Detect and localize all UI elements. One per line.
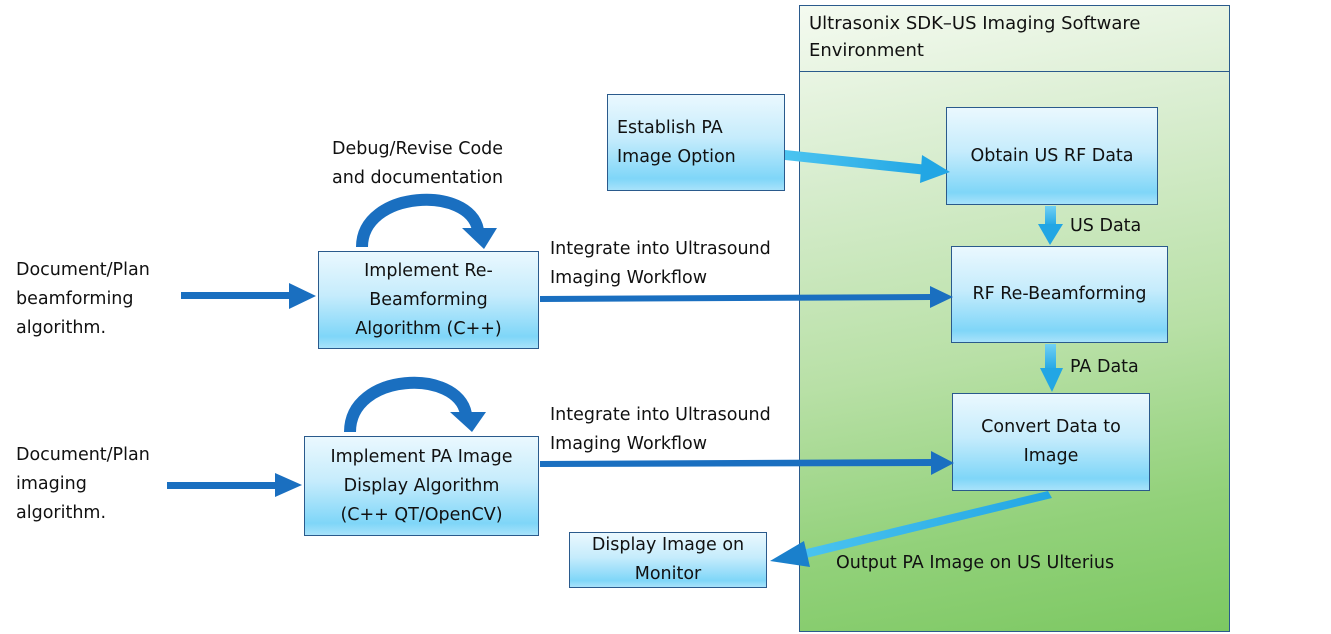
arrow-plan-to-rebeamforming	[181, 283, 316, 309]
implement-rebeamforming-box[interactable]: Implement Re- Beamforming Algorithm (C++…	[318, 251, 539, 349]
obtain-rf-data-box[interactable]: Obtain US RF Data	[946, 107, 1158, 205]
pa-data-label: PA Data	[1070, 357, 1139, 377]
display-monitor-box[interactable]: Display Image on Monitor	[569, 532, 767, 588]
rf-rebeamforming-box[interactable]: RF Re-Beamforming	[951, 246, 1168, 343]
loop-arrow-rebeamforming	[356, 193, 497, 249]
us-data-label: US Data	[1070, 216, 1142, 236]
debug-revise-label: Debug/Revise Code and documentation	[332, 139, 504, 188]
convert-data-box[interactable]: Convert Data to Image	[952, 393, 1150, 491]
imaging-plan-label: Document/Plan imaging algorithm.	[16, 445, 150, 523]
arrow-plan-to-display	[167, 473, 302, 497]
loop-arrow-display	[344, 376, 486, 433]
output-pa-label: Output PA Image on US Ulterius	[836, 553, 1115, 573]
implement-display-box[interactable]: Implement PA Image Display Algorithm (C+…	[304, 436, 539, 536]
establish-pa-box[interactable]: Establish PA Image Option	[607, 94, 785, 191]
integrate-label-1: Integrate into Ultrasound Imaging Workfl…	[550, 239, 771, 288]
beamforming-plan-label: Document/Plan beamforming algorithm.	[16, 260, 150, 338]
integrate-label-2: Integrate into Ultrasound Imaging Workfl…	[550, 405, 771, 454]
environment-title: Ultrasonix SDK–US Imaging Software Envir…	[800, 6, 1229, 72]
